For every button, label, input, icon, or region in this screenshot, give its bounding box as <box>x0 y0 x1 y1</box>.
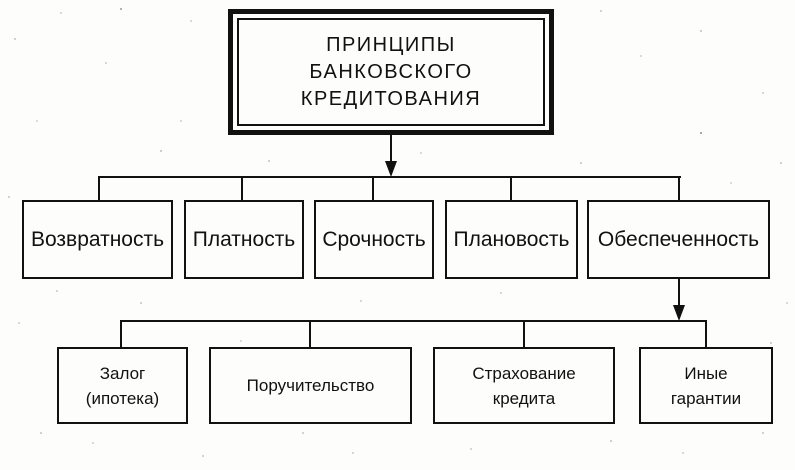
arrow-down-icon <box>385 161 397 177</box>
security-label-line-2: гарантии <box>670 388 742 408</box>
root-label-line-1: ПРИНЦИПЫ <box>326 33 456 56</box>
connector-stub-vozvratnost <box>98 176 100 201</box>
principle-label: Плановость <box>453 227 570 251</box>
principle-label: Платность <box>192 227 296 251</box>
connector-stub-planovost <box>510 176 512 201</box>
connector-security-horizontal-line <box>120 320 707 322</box>
principle-box-planovost: Плановость <box>445 200 578 279</box>
security-label-line-2: (ипотека) <box>85 388 160 408</box>
principle-box-obespechennost: Обеспеченность <box>587 200 770 279</box>
root-node-label: ПРИНЦИПЫ БАНКОВСКОГО КРЕДИТОВАНИЯ <box>237 18 545 126</box>
principle-label: Возвратность <box>30 227 165 251</box>
principle-box-vozvratnost: Возвратность <box>22 200 173 279</box>
connector-stub-platnost <box>241 176 243 201</box>
principle-box-srochnost: Срочность <box>314 200 434 279</box>
root-node-principles-of-bank-lending: ПРИНЦИПЫ БАНКОВСКОГО КРЕДИТОВАНИЯ <box>228 9 554 135</box>
connector-stub-zalog <box>120 320 122 348</box>
connector-stub-srochnost <box>372 176 374 201</box>
principle-box-platnost: Платность <box>184 200 304 279</box>
connector-principles-horizontal-line <box>98 176 681 178</box>
scan-noise-dots <box>0 0 2 2</box>
root-label-line-2: БАНКОВСКОГО <box>309 60 473 83</box>
security-box-strahovanie-kredita: Страхование кредита <box>433 347 615 424</box>
principle-label: Срочность <box>322 227 426 251</box>
security-label-line-1: Поручительство <box>246 376 375 395</box>
security-box-inye-garantii: Иные гарантии <box>639 347 773 424</box>
security-box-zalog-ipoteka: Залог (ипотека) <box>57 347 188 424</box>
security-label-line-1: Страхование <box>472 363 576 383</box>
connector-stub-strahovanie <box>523 320 525 348</box>
arrow-down-icon <box>673 305 685 321</box>
connector-stub-inye-garantii <box>705 320 707 348</box>
security-label-line-2: кредита <box>492 388 556 408</box>
connector-obespechennost-to-security <box>678 279 680 308</box>
security-label-line-1: Иные <box>684 363 728 383</box>
connector-stub-poruchitelstvo <box>309 320 311 348</box>
security-box-poruchitelstvo: Поручительство <box>209 347 412 424</box>
connector-stub-obespechennost <box>678 176 680 201</box>
root-label-line-3: КРЕДИТОВАНИЯ <box>300 87 482 110</box>
principle-label: Обеспеченность <box>597 227 760 251</box>
connector-root-to-principles <box>390 134 392 164</box>
security-label-line-1: Залог <box>99 363 146 383</box>
